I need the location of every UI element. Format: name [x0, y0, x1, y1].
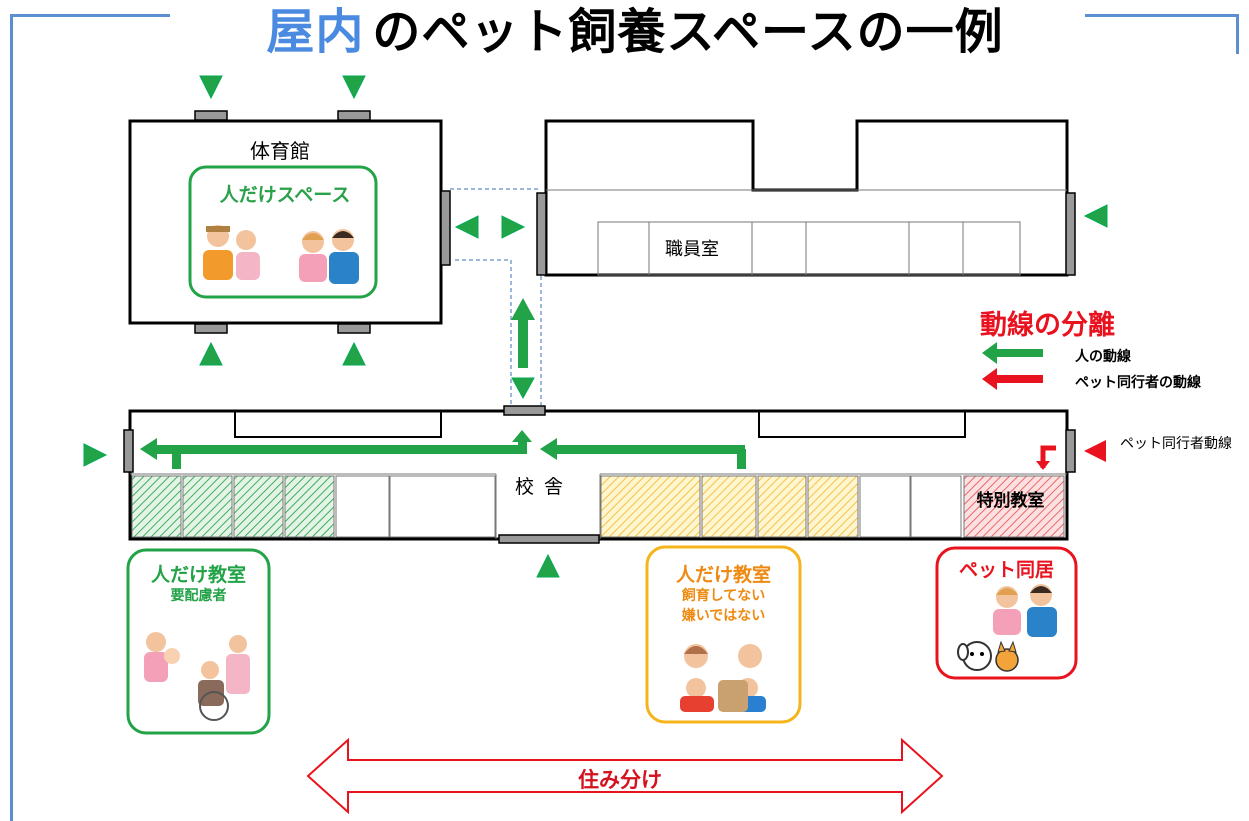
gym-door-top-2 — [337, 110, 371, 121]
title-rule-right — [1085, 14, 1239, 17]
room-title-care: 人だけ教室 — [150, 564, 246, 586]
pet-route-note: ペット同行者動線 — [1120, 436, 1232, 452]
legend-item-pet: ペット同行者の動線 — [1075, 375, 1201, 391]
classroom-empty-4 — [910, 475, 962, 538]
route-people-left-horizontal — [155, 445, 525, 454]
connector-dashed-2 — [455, 259, 512, 405]
classroom-orange-1 — [600, 475, 701, 538]
entry-arrow-gym-top-1 — [199, 75, 223, 100]
gym-door-bottom-1 — [194, 323, 228, 334]
entry-arrow-pet — [1084, 440, 1106, 462]
entry-arrow-office-left — [501, 215, 526, 239]
gym-door-right — [440, 190, 451, 266]
gym-door-bottom-2 — [337, 323, 371, 334]
people-illustration-couple — [299, 229, 359, 284]
office-rooms-row — [597, 221, 1021, 276]
pet-family-illustration — [993, 584, 1057, 637]
route-people-right-horizontal — [555, 445, 745, 454]
frame-left-border — [10, 14, 13, 821]
entry-arrow-gym-bottom-1 — [199, 341, 223, 366]
gym-label: 体育館 — [250, 139, 310, 163]
legend-arrow-red — [995, 375, 1043, 383]
school-label: 校舎 — [515, 476, 574, 498]
room-sub-no-pet-1: 飼育してない — [681, 588, 766, 604]
classroom-orange-2 — [701, 475, 757, 538]
legend-arrow-green — [995, 349, 1043, 357]
school-door-right — [1065, 429, 1076, 473]
school-door-left — [123, 429, 134, 473]
classroom-green-3 — [233, 475, 284, 538]
entry-arrow-school-top — [511, 377, 535, 400]
classroom-green-1 — [131, 475, 182, 538]
title-accent: 屋内 — [266, 4, 365, 60]
room-title-no-pet: 人だけ教室 — [675, 564, 771, 586]
entry-arrow-gym-right — [454, 215, 479, 239]
room-title-with-pet: ペット同居 — [958, 559, 1054, 581]
entry-arrow-gym-top-2 — [342, 75, 366, 100]
school-door-bottom — [498, 534, 600, 544]
entry-arrow-gym-bottom-2 — [342, 341, 366, 366]
gym-space-label: 人だけスペース — [219, 184, 351, 206]
page-title: 屋内のペット飼養スペースの一例 — [200, 0, 1070, 62]
title-bar: 屋内のペット飼養スペースの一例 — [0, 0, 1249, 60]
classroom-empty-1 — [335, 475, 390, 538]
family-illustration — [680, 644, 766, 712]
office-door-right — [1065, 192, 1076, 276]
title-rule-left — [10, 14, 170, 17]
entry-arrow-school-left — [83, 443, 108, 467]
people-illustration-elderly — [203, 225, 260, 280]
pet-illustration — [957, 640, 1019, 672]
legend-item-people: 人の動線 — [1075, 349, 1131, 365]
entry-arrow-office-right — [1083, 204, 1108, 228]
room-sub-no-pet-2: 嫌いではない — [681, 608, 766, 624]
special-classroom — [963, 475, 1065, 538]
classroom-empty-2 — [389, 475, 496, 538]
office-door-left — [536, 192, 547, 276]
separation-label: 住み分け — [578, 768, 662, 792]
legend-title: 動線の分離 — [980, 310, 1115, 341]
special-room-label: 特別教室 — [976, 491, 1045, 511]
classroom-orange-3 — [757, 475, 807, 538]
room-box-no-pet — [645, 545, 802, 724]
room-sub-care: 要配慮者 — [170, 588, 227, 604]
route-people-vertical — [518, 318, 528, 368]
separation-arrow — [306, 737, 944, 815]
gym-door-top-1 — [194, 110, 228, 121]
office-label: 職員室 — [665, 239, 719, 260]
title-rest: のペット飼養スペースの一例 — [372, 4, 1004, 60]
classroom-orange-4 — [807, 475, 859, 538]
frame-right-border — [1236, 14, 1239, 54]
classroom-green-2 — [182, 475, 233, 538]
classroom-empty-3 — [859, 475, 911, 538]
care-illustration — [144, 632, 250, 721]
school-door-top — [503, 405, 546, 416]
classroom-green-4 — [284, 475, 335, 538]
entry-arrow-school-bottom — [536, 553, 560, 578]
